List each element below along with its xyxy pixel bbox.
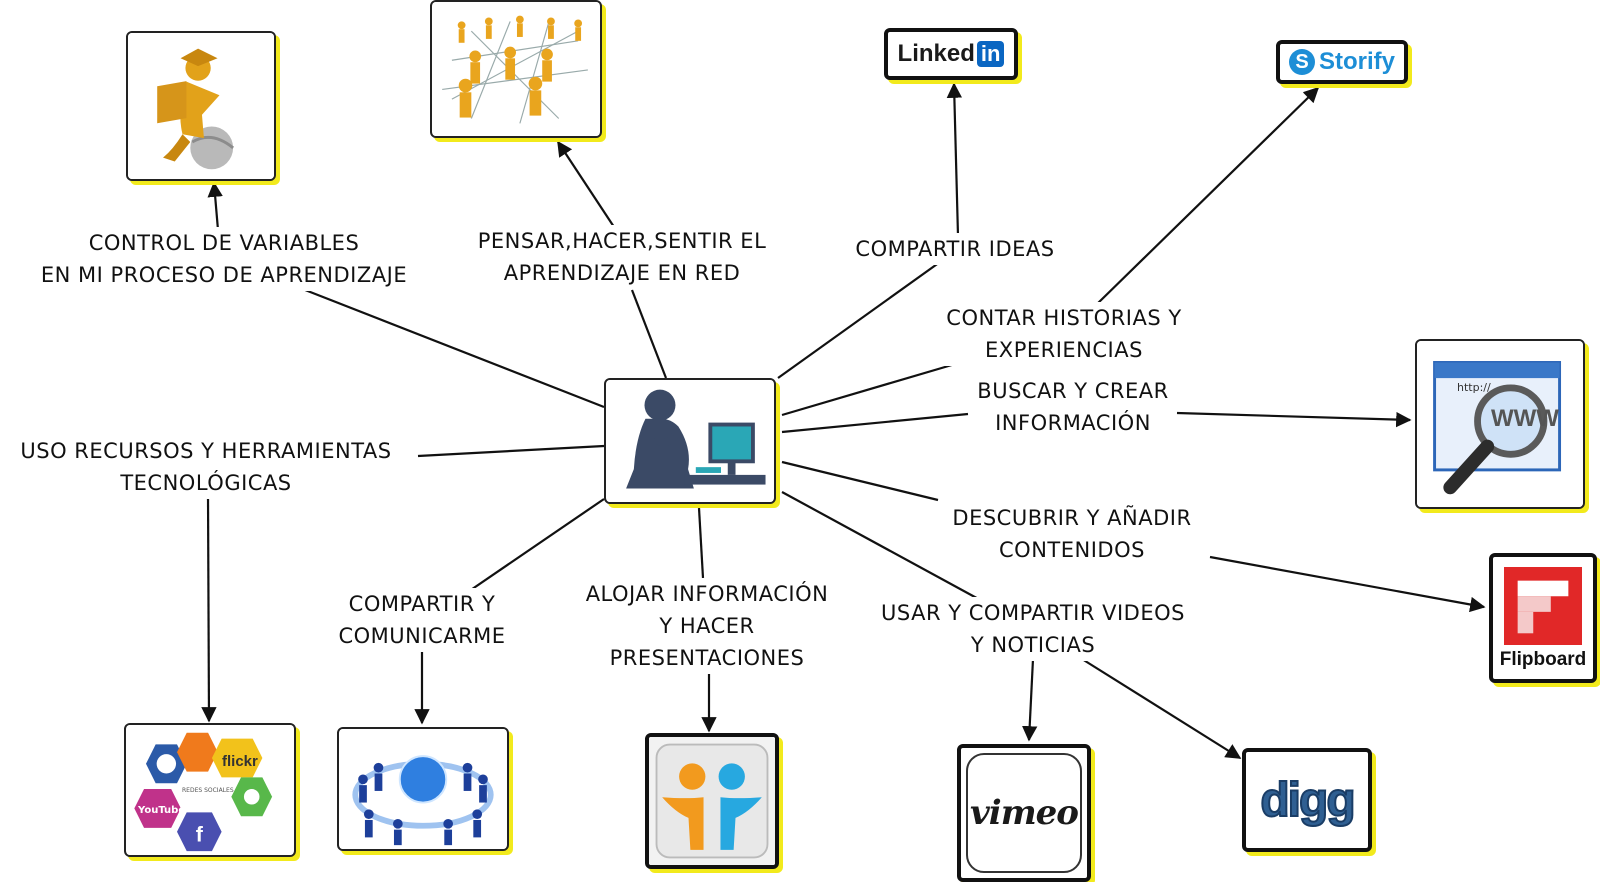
label-line: COMPARTIR IDEAS — [855, 237, 1055, 261]
label-line: CONTENIDOS — [999, 538, 1145, 562]
arrow-to-flipboard — [1209, 555, 1486, 613]
label-line: BUSCAR Y CREAR — [977, 379, 1169, 403]
label-uso-recursos: USO RECURSOS Y HERRAMIENTAS TECNOLÓGICAS — [16, 435, 396, 499]
storify-wordmark: Storify — [1318, 48, 1395, 75]
linkedin-in-box: in — [976, 41, 1005, 67]
www-text: WWW — [1491, 405, 1559, 432]
arrow-to-storify — [1094, 86, 1320, 307]
edge-center-pensar — [630, 289, 668, 379]
label-line: USO RECURSOS Y HERRAMIENTAS — [20, 439, 392, 463]
arrow-to-digg — [1081, 658, 1242, 759]
label-line: USAR Y COMPARTIR VIDEOS — [881, 601, 1185, 625]
edge-center-control — [299, 286, 605, 409]
storify-logo: S Storify — [1276, 40, 1408, 84]
label-line: TECNOLÓGICAS — [120, 471, 292, 495]
arrow-to-vimeo — [1021, 658, 1038, 742]
edge-center-comunicarme — [461, 498, 605, 597]
digg-logo: digg — [1242, 748, 1372, 852]
network-people-image — [430, 0, 602, 138]
label-compartir-ideas: COMPARTIR IDEAS — [851, 233, 1059, 265]
redes-sociales-label: REDES SOCIALES — [182, 787, 234, 794]
flipboard-wordmark: Flipboard — [1499, 649, 1587, 670]
label-compartir-comunicarme: COMPARTIR Y COMUNICARME — [334, 588, 510, 652]
community-globe-image — [337, 727, 509, 851]
arrow-to-www — [1176, 411, 1412, 428]
label-line: EN MI PROCESO DE APRENDIZAJE — [40, 263, 408, 287]
edge-center-buscar — [781, 412, 969, 434]
label-descubrir-contenidos: DESCUBRIR Y AÑADIR CONTENIDOS — [948, 502, 1196, 566]
www-search-image: http:// WWW — [1415, 339, 1585, 509]
svg-text:f: f — [196, 822, 204, 846]
edge-center-videos — [781, 491, 985, 603]
arrow-to-linkedin — [946, 82, 963, 237]
arrow-to-student — [207, 181, 223, 231]
digg-wordmark: digg — [1259, 773, 1356, 828]
label-pensar-hacer-sentir: PENSAR,HACER,SENTIR EL APRENDIZAJE EN RE… — [473, 225, 771, 289]
label-buscar-crear: BUSCAR Y CREAR INFORMACIÓN — [973, 375, 1173, 439]
student-laptop-image — [126, 31, 276, 181]
label-line: CONTAR HISTORIAS Y — [946, 306, 1182, 330]
vimeo-inner: vimeo — [966, 753, 1082, 873]
storify-s-icon: S — [1288, 49, 1315, 75]
label-line: COMPARTIR Y — [348, 592, 496, 616]
label-line: PENSAR,HACER,SENTIR EL — [477, 229, 767, 253]
vimeo-logo: vimeo — [957, 744, 1091, 882]
edge-center-descubrir — [781, 460, 939, 502]
edge-center-uso — [417, 444, 605, 458]
label-alojar-informacion: ALOJAR INFORMACIÓN Y HACER PRESENTACIONE… — [581, 578, 833, 674]
edge-center-alojar — [697, 507, 705, 579]
arrow-to-social — [201, 494, 217, 723]
edge-center-contar — [781, 360, 963, 417]
linkedin-logo: Linked in — [884, 28, 1018, 80]
label-line: Y NOTICIAS — [970, 633, 1096, 657]
arrow-to-network — [557, 140, 617, 231]
label-usar-videos: USAR Y COMPARTIR VIDEOS Y NOTICIAS — [877, 597, 1189, 661]
label-control-variables: CONTROL DE VARIABLES EN MI PROCESO DE AP… — [36, 227, 412, 291]
label-line: DESCUBRIR Y AÑADIR — [952, 506, 1192, 530]
linkedin-wordmark: Linked — [897, 40, 975, 67]
label-line: CONTROL DE VARIABLES — [88, 231, 360, 255]
flickr-label: flickr — [222, 753, 258, 770]
label-line: ALOJAR INFORMACIÓN — [585, 582, 829, 606]
label-line: APRENDIZAJE EN RED — [503, 261, 741, 285]
www-url: http:// — [1457, 381, 1491, 394]
label-line: INFORMACIÓN — [995, 411, 1151, 435]
center-person-computer — [604, 378, 776, 504]
label-contar-historias: CONTAR HISTORIAS Y EXPERIENCIAS — [942, 302, 1186, 366]
slideshare-logo — [645, 733, 779, 869]
vimeo-wordmark: vimeo — [970, 793, 1079, 833]
youtube-label: YouTube — [138, 805, 186, 816]
flipboard-logo: Flipboard — [1489, 553, 1597, 683]
label-line: COMUNICARME — [338, 624, 506, 648]
label-line: PRESENTACIONES — [609, 646, 805, 670]
edge-center-compartir-ideas — [777, 261, 941, 379]
social-networks-image: f flickr YouTube REDES SOCIALES — [124, 723, 296, 857]
label-line: EXPERIENCIAS — [985, 338, 1143, 362]
flipboard-icon — [1504, 567, 1582, 645]
label-line: Y HACER — [659, 614, 755, 638]
